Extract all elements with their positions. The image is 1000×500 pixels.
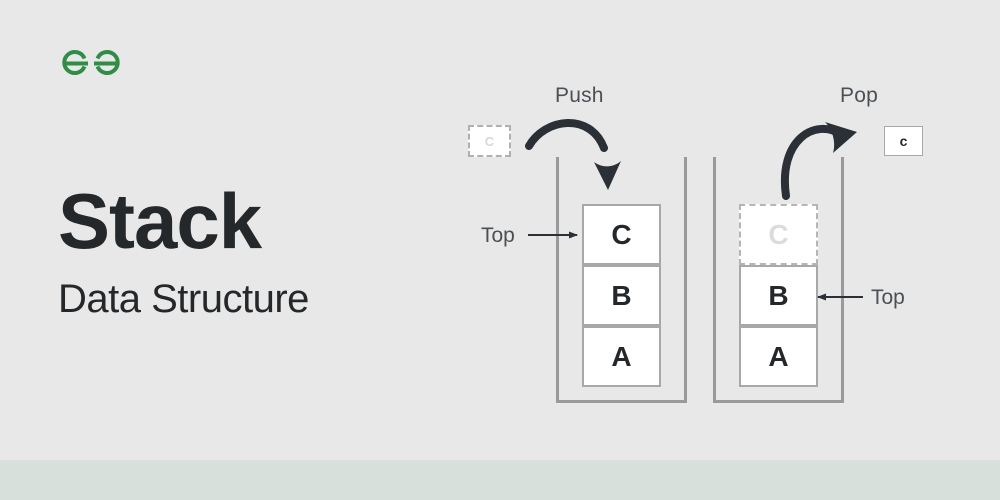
top-pointer-label-left: Top — [481, 224, 515, 247]
page-subtitle: Data Structure — [58, 277, 309, 321]
stack-cell-push-2: A — [582, 326, 661, 387]
push-source-element: C — [468, 125, 511, 157]
stack-cell-value: A — [768, 340, 789, 372]
stack-cell-pop-2: A — [739, 326, 818, 387]
pop-label: Pop — [840, 84, 878, 107]
stack-cell-value: B — [611, 279, 632, 311]
stack-cell-pop-0: C — [739, 204, 818, 265]
top-pointer-label-right: Top — [871, 286, 905, 309]
bottom-accent-strip — [0, 460, 1000, 500]
pop-result-element-value: c — [899, 133, 908, 149]
push-label: Push — [555, 84, 604, 107]
logo-icon — [62, 50, 120, 75]
geeksforgeeks-logo — [60, 46, 122, 80]
stack-cell-value: B — [768, 279, 789, 311]
stack-cell-push-0: C — [582, 204, 661, 265]
stack-container-push — [556, 157, 687, 403]
page-title: Stack — [58, 177, 262, 265]
stack-cell-value: C — [768, 218, 789, 250]
push-source-element-value: C — [484, 133, 495, 149]
stack-cell-value: C — [611, 218, 632, 250]
stack-cell-value: A — [611, 340, 632, 372]
stack-cell-pop-1: B — [739, 265, 818, 326]
stack-cell-push-1: B — [582, 265, 661, 326]
pop-result-element: c — [884, 126, 923, 156]
stack-container-pop — [713, 157, 844, 403]
